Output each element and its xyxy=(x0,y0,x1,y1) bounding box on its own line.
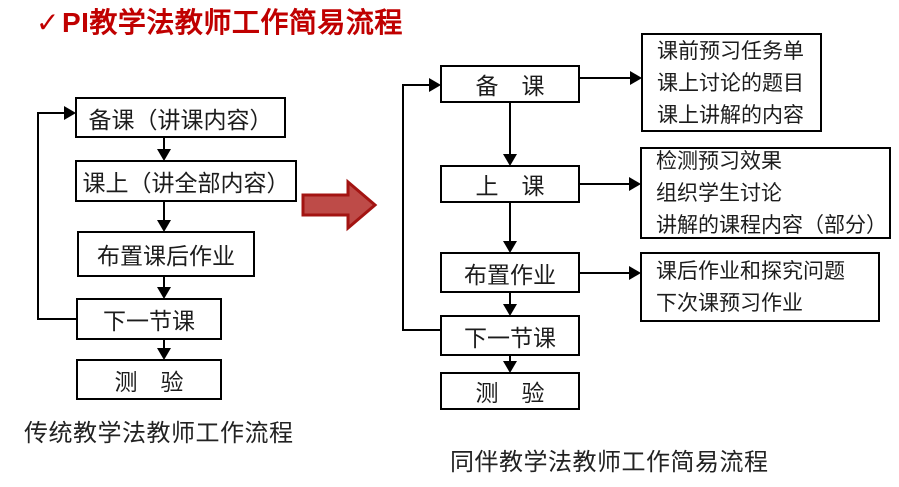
left-flow-caption: 传统教学法教师工作流程 xyxy=(24,421,294,447)
note-line: 组织学生讨论 xyxy=(656,181,782,205)
note-line: 课前预习任务单 xyxy=(657,38,804,63)
transform-arrow-icon xyxy=(301,178,378,232)
flow-step-right-quiz: 测 验 xyxy=(440,372,580,410)
checkmark-icon: ✓ xyxy=(36,7,60,38)
flow-step-left-in-class: 课上（讲全部内容） xyxy=(75,160,297,202)
note-line: 课后作业和探究问题 xyxy=(656,259,845,283)
flow-step-right-in-class: 上 课 xyxy=(440,165,580,203)
note-line: 下次课预习作业 xyxy=(656,291,803,315)
right-flow-caption: 同伴教学法教师工作简易流程 xyxy=(450,450,769,476)
page-title-text: PI教学法教师工作简易流程 xyxy=(61,7,403,38)
arrowheads xyxy=(64,71,642,373)
flow-step-left-prepare: 备课（讲课内容） xyxy=(75,97,286,138)
flow-step-right-assign-homework: 布置作业 xyxy=(440,252,580,293)
note-line: 课上讲解的内容 xyxy=(657,102,804,127)
note-line: 讲解的课程内容（部分） xyxy=(656,213,887,237)
page-title: ✓PI教学法教师工作简易流程 xyxy=(36,6,403,40)
note-box-in-class-details: 检测预习效果 组织学生讨论 讲解的课程内容（部分） xyxy=(640,147,891,239)
note-box-homework-details: 课后作业和探究问题 下次课预习作业 xyxy=(640,252,880,322)
flow-step-left-next-lesson: 下一节课 xyxy=(76,298,222,340)
flow-step-right-prepare: 备 课 xyxy=(440,65,580,103)
flow-step-left-assign-homework: 布置课后作业 xyxy=(77,231,255,277)
flow-step-left-quiz: 测 验 xyxy=(76,359,222,400)
note-line: 检测预习效果 xyxy=(656,149,782,173)
note-box-prepare-details: 课前预习任务单 课上讨论的题目 课上讲解的内容 xyxy=(641,33,822,132)
note-line: 课上讨论的题目 xyxy=(657,70,804,95)
flow-step-right-next-lesson: 下一节课 xyxy=(440,315,580,356)
